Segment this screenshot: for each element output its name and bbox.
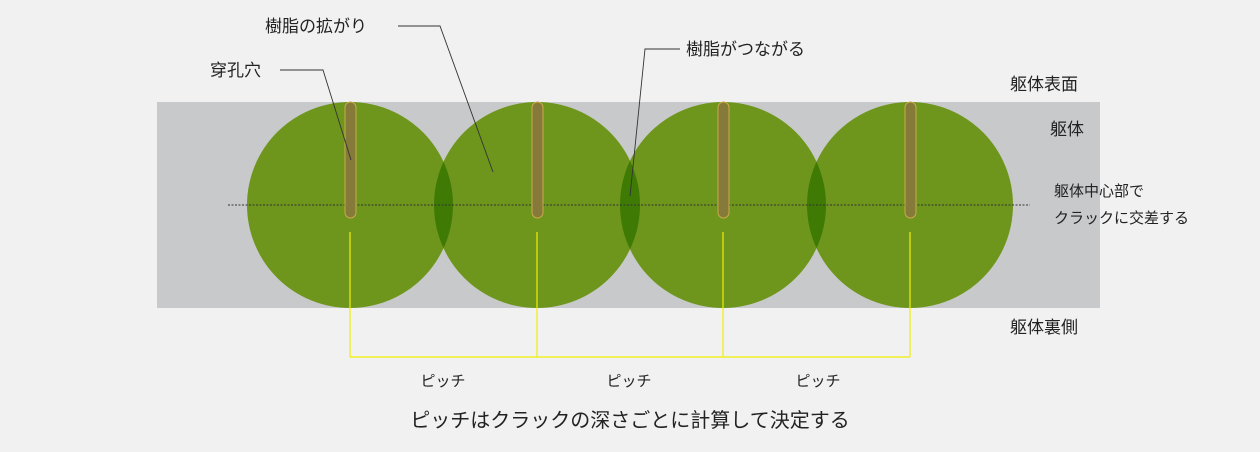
- leader-lines: [280, 25, 680, 197]
- caption: ピッチはクラックの深さごとに計算して決定する: [410, 408, 849, 432]
- pitch-label-3: ピッチ: [795, 372, 840, 390]
- leader-resin-spread: [398, 25, 494, 173]
- label-resin-spread: 樹脂の拡がり: [265, 17, 367, 37]
- label-resin-connect: 樹脂がつながる: [686, 40, 805, 60]
- label-drill-hole: 穿孔穴: [210, 61, 261, 81]
- label-center-line2: クラックに交差する: [1054, 209, 1189, 227]
- pitch-label-1: ピッチ: [420, 372, 465, 390]
- drill-hole-1: [344, 101, 357, 219]
- drill-hole-group: [344, 101, 917, 219]
- label-body: 躯体: [1050, 120, 1084, 140]
- leader-resin-connect: [629, 48, 680, 197]
- leader-drill-hole: [280, 69, 352, 161]
- drill-hole-3: [717, 101, 730, 219]
- pitch-bracket: [349, 232, 911, 358]
- drill-hole-4: [904, 101, 917, 219]
- label-center-line1: 躯体中心部で: [1054, 182, 1144, 200]
- label-back: 躯体裏側: [1010, 317, 1078, 338]
- drill-hole-2: [531, 101, 544, 219]
- label-surface: 躯体表面: [1010, 75, 1078, 95]
- pitch-label-2: ピッチ: [606, 372, 651, 390]
